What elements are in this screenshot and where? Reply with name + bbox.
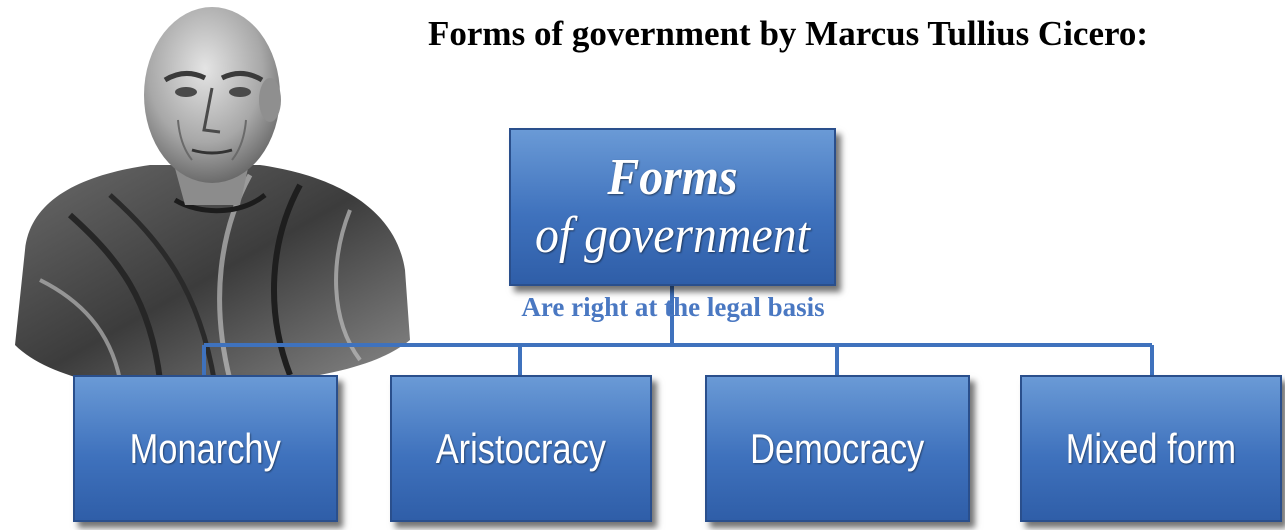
node-monarchy-label: Monarchy xyxy=(129,424,282,472)
root-node-label: Forms of government xyxy=(535,149,810,265)
cicero-bust-image xyxy=(15,7,410,388)
node-democracy-label: Democracy xyxy=(750,424,925,472)
node-monarchy: Monarchy xyxy=(73,375,338,522)
node-mixed-form: Mixed form xyxy=(1020,375,1282,522)
diagram-title: Forms of government by Marcus Tullius Ci… xyxy=(428,14,1149,53)
root-node-line1: Forms xyxy=(607,149,738,206)
node-aristocracy-label: Aristocracy xyxy=(435,424,607,472)
connector-label: Are right at the legal basis xyxy=(521,292,825,322)
node-mixed-form-label: Mixed form xyxy=(1065,424,1237,472)
root-node: Forms of government xyxy=(509,128,836,286)
node-democracy: Democracy xyxy=(705,375,970,522)
node-aristocracy: Aristocracy xyxy=(390,375,652,522)
root-node-line2: of government xyxy=(534,207,811,264)
